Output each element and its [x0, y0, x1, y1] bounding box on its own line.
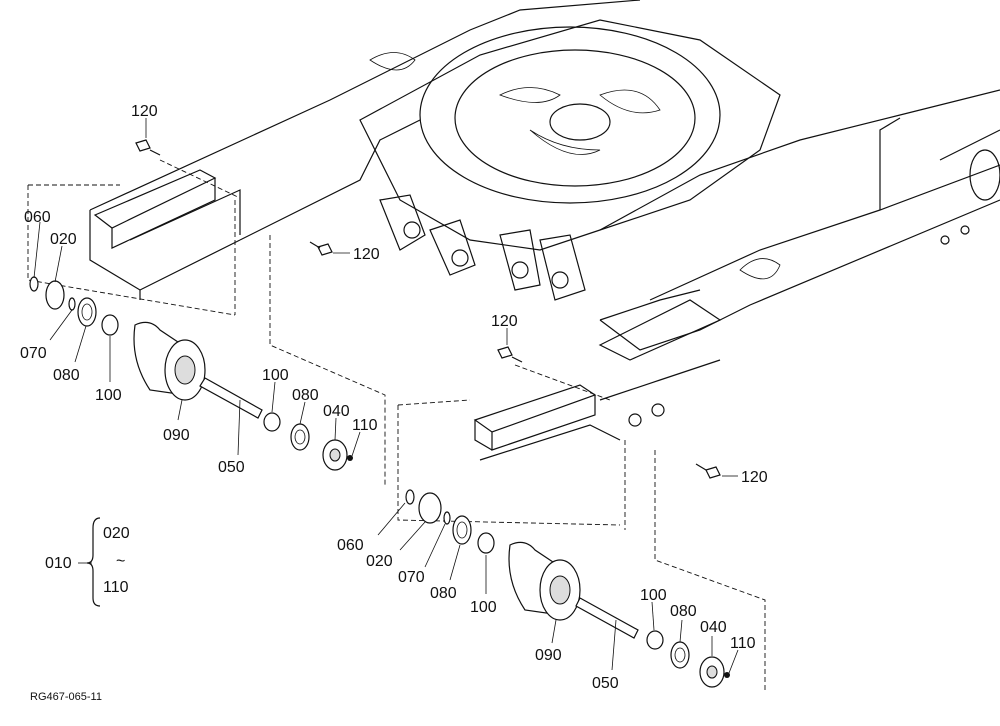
label-100-right: 100: [470, 599, 497, 616]
label-040-right: 040: [700, 619, 727, 636]
assembly-legend: 010 020 ~ 110: [45, 517, 130, 607]
label-080b-right: 080: [670, 603, 697, 620]
label-110-right: 110: [730, 635, 756, 652]
label-120-right-top: 120: [491, 313, 518, 330]
label-070-left: 070: [20, 345, 47, 362]
bolt-120-right-top: [497, 346, 523, 363]
label-020-right: 020: [366, 553, 393, 570]
assembly-to-label: 110: [103, 579, 129, 596]
callout-lines: [33, 118, 739, 674]
label-120-right-bottom: 120: [741, 469, 768, 486]
label-070-right: 070: [398, 569, 425, 586]
drawing-code: RG467-065-11: [30, 691, 102, 703]
label-080-right: 080: [430, 585, 457, 602]
label-020-left: 020: [50, 231, 77, 248]
label-050-left: 050: [218, 459, 245, 476]
part-labels: 120 120 120 120 060 020 070 080 100 090 …: [20, 103, 768, 692]
label-050-right: 050: [592, 675, 619, 692]
bolt-120-middle: [309, 241, 333, 256]
label-060-left: 060: [24, 209, 51, 226]
label-080-left: 080: [53, 367, 80, 384]
label-040-left: 040: [323, 403, 350, 420]
bolt-120-right-bottom: [695, 463, 721, 479]
label-100b-left: 100: [262, 367, 289, 384]
label-110-left: 110: [352, 417, 378, 434]
label-090-right: 090: [535, 647, 562, 664]
label-080b-left: 080: [292, 387, 319, 404]
label-100b-right: 100: [640, 587, 667, 604]
right-roller-assembly: [405, 489, 730, 688]
assembly-main-label: 010: [45, 555, 72, 572]
assembly-tilde: ~: [116, 553, 125, 570]
track-frame: [89, 0, 1000, 461]
label-090-left: 090: [163, 427, 190, 444]
assembly-from-label: 020: [103, 525, 130, 542]
left-roller-assembly: [29, 276, 353, 471]
leader-lines: [27, 159, 766, 690]
bolt-120-top-left: [135, 139, 161, 156]
label-060-right: 060: [337, 537, 364, 554]
label-120-top-left: 120: [131, 103, 158, 120]
label-120-middle: 120: [353, 246, 380, 263]
label-100-left: 100: [95, 387, 122, 404]
